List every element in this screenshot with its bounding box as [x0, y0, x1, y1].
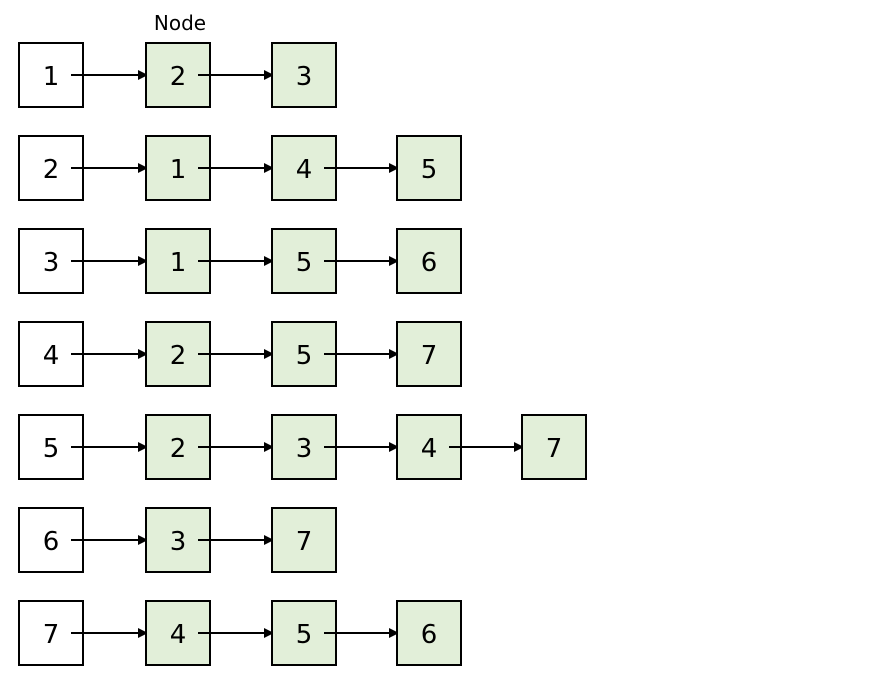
neighbor-label: 2 — [170, 62, 187, 92]
neighbor-label: 1 — [170, 155, 187, 185]
adjacency-rows: 1 2 3 2 1 4 5 3 1 5 6 4 2 5 7 5 2 3 4 7 6 3 7 7 4 5 6 — [18, 42, 587, 666]
adjacency-row: 5 2 3 4 7 — [18, 414, 587, 480]
neighbor-label: 5 — [296, 248, 313, 278]
arrow-head — [514, 442, 524, 452]
neighbor-label: 5 — [296, 341, 313, 371]
neighbor-label: 3 — [170, 527, 187, 557]
arrow-head — [389, 628, 399, 638]
arrow-head — [389, 442, 399, 452]
neighbor-label: 1 — [170, 248, 187, 278]
arrow-head — [264, 628, 274, 638]
neighbor-label: 4 — [170, 620, 187, 650]
neighbor-node-box — [396, 135, 462, 201]
arrow-head — [138, 535, 148, 545]
neighbor-node-box — [271, 42, 337, 108]
arrow-head — [389, 349, 399, 359]
neighbor-label: 7 — [296, 527, 313, 557]
adjacency-row: 7 4 5 6 — [18, 600, 462, 666]
neighbor-label: 6 — [421, 620, 438, 650]
arrow-head — [138, 163, 148, 173]
arrow-head — [138, 70, 148, 80]
neighbor-label: 3 — [296, 62, 313, 92]
neighbor-label: 3 — [296, 434, 313, 464]
arrow-head — [138, 349, 148, 359]
arrow-head — [389, 256, 399, 266]
neighbor-label: 4 — [296, 155, 313, 185]
neighbor-label: 7 — [421, 341, 438, 371]
neighbor-label: 2 — [170, 341, 187, 371]
neighbor-label: 5 — [421, 155, 438, 185]
arrow-head — [389, 163, 399, 173]
node-caption: Node — [154, 11, 206, 35]
arrow-head — [264, 70, 274, 80]
neighbor-node-box — [396, 228, 462, 294]
arrow-head — [138, 628, 148, 638]
vertex-label: 1 — [43, 62, 60, 92]
vertex-label: 3 — [43, 248, 60, 278]
adjacency-row: 1 2 3 — [18, 42, 337, 108]
neighbor-label: 2 — [170, 434, 187, 464]
vertex-label: 7 — [43, 620, 60, 650]
adjacency-row: 4 2 5 7 — [18, 321, 462, 387]
arrow-head — [264, 349, 274, 359]
neighbor-node-box — [521, 414, 587, 480]
arrow-head — [264, 535, 274, 545]
adjacency-row: 3 1 5 6 — [18, 228, 462, 294]
arrow-head — [264, 163, 274, 173]
neighbor-label: 5 — [296, 620, 313, 650]
vertex-label: 6 — [43, 527, 60, 557]
vertex-label: 5 — [43, 434, 60, 464]
arrow-head — [138, 442, 148, 452]
neighbor-label: 4 — [421, 434, 438, 464]
adjacency-row: 6 3 7 — [18, 507, 337, 573]
adjacency-row: 2 1 4 5 — [18, 135, 462, 201]
neighbor-node-box — [271, 507, 337, 573]
arrow-head — [138, 256, 148, 266]
neighbor-node-box — [396, 321, 462, 387]
neighbor-label: 7 — [546, 434, 563, 464]
arrow-head — [264, 442, 274, 452]
neighbor-label: 6 — [421, 248, 438, 278]
vertex-label: 2 — [43, 155, 60, 185]
arrow-head — [264, 256, 274, 266]
neighbor-node-box — [396, 600, 462, 666]
vertex-label: 4 — [43, 341, 60, 371]
